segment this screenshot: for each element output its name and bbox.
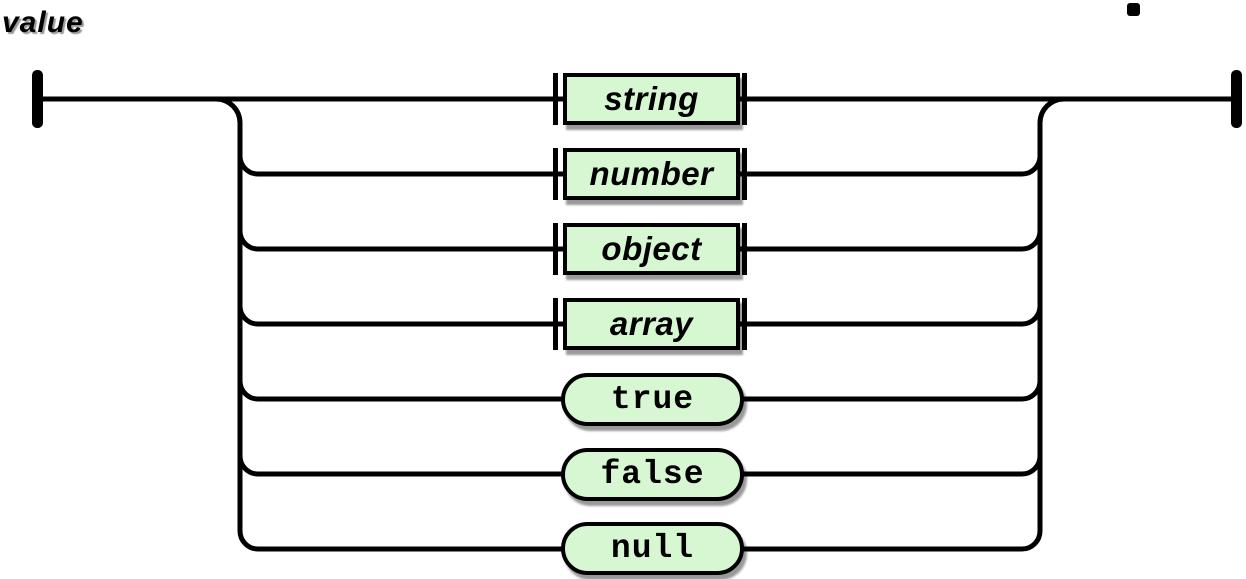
right-merge-arc-object [740, 230, 1043, 252]
tick-mark [742, 223, 747, 275]
tick-mark [553, 223, 558, 275]
right-merge-arc-false [740, 455, 1043, 477]
node-number: number [563, 148, 740, 200]
node-array: array [563, 298, 740, 350]
left-branch-arc-false [237, 455, 565, 477]
left-branch-trunk [215, 96, 565, 552]
tick-mark [742, 148, 747, 200]
tick-mark [742, 298, 747, 350]
node-true: true [561, 373, 744, 426]
rule-name-label: value [2, 6, 84, 39]
tick-mark [742, 73, 747, 125]
corner-dot [1127, 3, 1140, 16]
left-branch-arc-number [237, 155, 565, 177]
right-merge-arc-number [740, 155, 1043, 177]
tick-mark [553, 148, 558, 200]
node-object: object [563, 223, 740, 275]
left-branch-arc-array [237, 305, 565, 327]
right-merge-arc-true [740, 380, 1043, 402]
end-terminal [1231, 70, 1242, 128]
tick-mark [553, 73, 558, 125]
start-terminal [32, 70, 43, 128]
tick-mark [553, 298, 558, 350]
left-branch-arc-true [237, 380, 565, 402]
node-string: string [563, 73, 740, 125]
right-merge-trunk [740, 96, 1065, 552]
node-null: null [561, 522, 744, 575]
right-merge-arc-array [740, 305, 1043, 327]
node-false: false [561, 448, 744, 501]
left-branch-arc-object [237, 230, 565, 252]
